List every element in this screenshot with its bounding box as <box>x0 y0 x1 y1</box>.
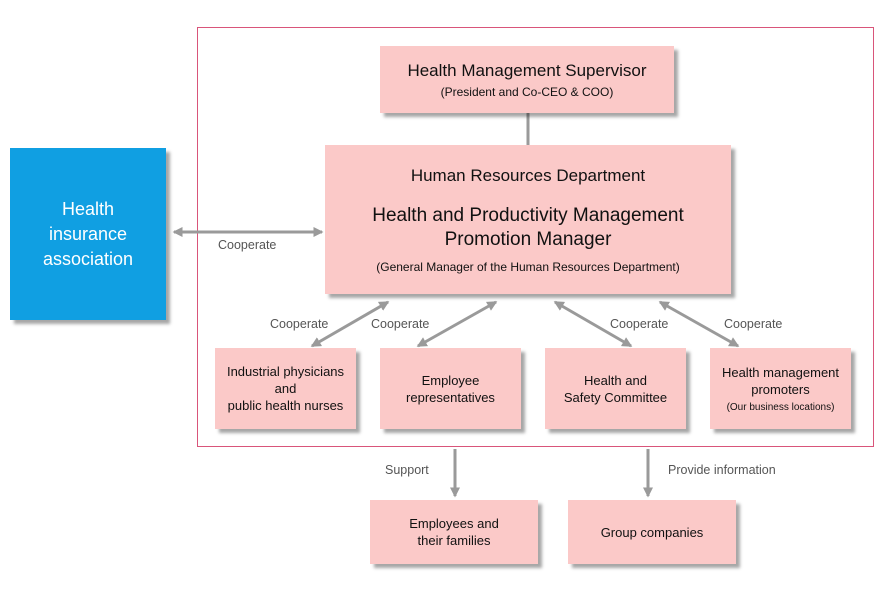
supervisor-title: Health Management Supervisor <box>407 60 647 80</box>
employee-reps-cooperate-arrow <box>416 300 498 348</box>
promoters-box: Health management promoters (Our busines… <box>710 348 851 429</box>
association-label: Health insurance association <box>42 198 134 269</box>
promoters-cooperate-arrow <box>658 300 740 348</box>
physicians-box: Industrial physicians and public health … <box>215 348 356 429</box>
cooperate-association-label: Cooperate <box>218 238 277 252</box>
hr-manager-title: Health and Productivity Management Promo… <box>372 204 684 250</box>
group-companies-box: Group companies <box>568 500 736 564</box>
provide-info-label: Provide information <box>668 463 776 477</box>
families-label: Employees and their families <box>409 516 499 548</box>
safety-committee-label: Health and Safety Committee <box>563 372 668 405</box>
supervisor-box: Health Management Supervisor (President … <box>380 46 674 113</box>
promoters-note: (Our business locations) <box>726 402 835 413</box>
hr-manager-subtitle: (General Manager of the Human Resources … <box>376 259 680 274</box>
supervisor-subtitle: (President and Co-CEO & COO) <box>440 84 614 99</box>
cooperate-employee-reps-label: Cooperate <box>371 317 430 331</box>
physicians-cooperate-arrow <box>310 300 390 348</box>
health-insurance-association-box: Health insurance association <box>10 148 166 320</box>
hr-department-title: Human Resources Department <box>410 165 646 185</box>
cooperate-safety-label: Cooperate <box>610 317 669 331</box>
safety-cooperate-arrow <box>553 300 633 348</box>
support-label: Support <box>385 463 429 477</box>
families-box: Employees and their families <box>370 500 538 564</box>
cooperate-promoters-label: Cooperate <box>724 317 783 331</box>
group-companies-label: Group companies <box>600 524 704 540</box>
cooperate-physicians-label: Cooperate <box>270 317 329 331</box>
physicians-label: Industrial physicians and public health … <box>226 364 345 413</box>
employee-reps-box: Employee representatives <box>380 348 521 429</box>
safety-committee-box: Health and Safety Committee <box>545 348 686 429</box>
employee-reps-label: Employee representatives <box>406 372 495 405</box>
hr-department-box: Human Resources Department Health and Pr… <box>325 145 731 294</box>
promoters-label: Health management promoters <box>721 365 840 397</box>
